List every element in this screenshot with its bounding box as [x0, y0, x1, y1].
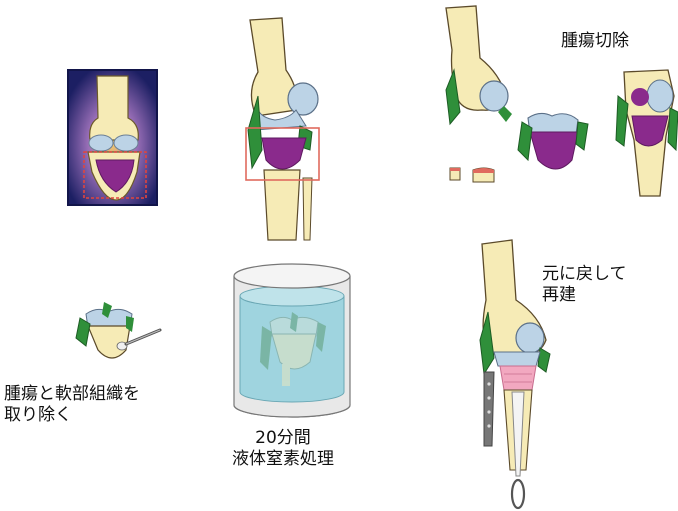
tumor-resection-label: 腫瘍切除 [561, 31, 629, 52]
return-rebuild-line-2: 再建 [542, 285, 627, 306]
reconstruction-illustration [480, 240, 550, 508]
tumor-resection-text: 腫瘍切除 [561, 31, 629, 52]
liquid-nitrogen-line-2: 液体窒素処理 [218, 449, 348, 470]
return-rebuild-line-1: 元に戻して [542, 264, 627, 285]
xray-knee-illustration [68, 70, 157, 205]
knee-with-resection-box-illustration [246, 18, 319, 240]
liquid-nitrogen-label: 20分間 液体窒素処理 [218, 428, 348, 470]
liquid-nitrogen-line-1: 20分間 [218, 428, 348, 449]
remove-tumor-soft-tissue-label: 腫瘍と軟部組織を 取り除く [4, 384, 140, 426]
remove-soft-tissue-illustration [76, 302, 160, 358]
remove-label-line-1: 腫瘍と軟部組織を [4, 384, 140, 405]
remove-label-line-2: 取り除く [4, 405, 140, 426]
return-rebuild-label: 元に戻して 再建 [542, 264, 627, 306]
liquid-nitrogen-container-illustration [234, 264, 350, 417]
